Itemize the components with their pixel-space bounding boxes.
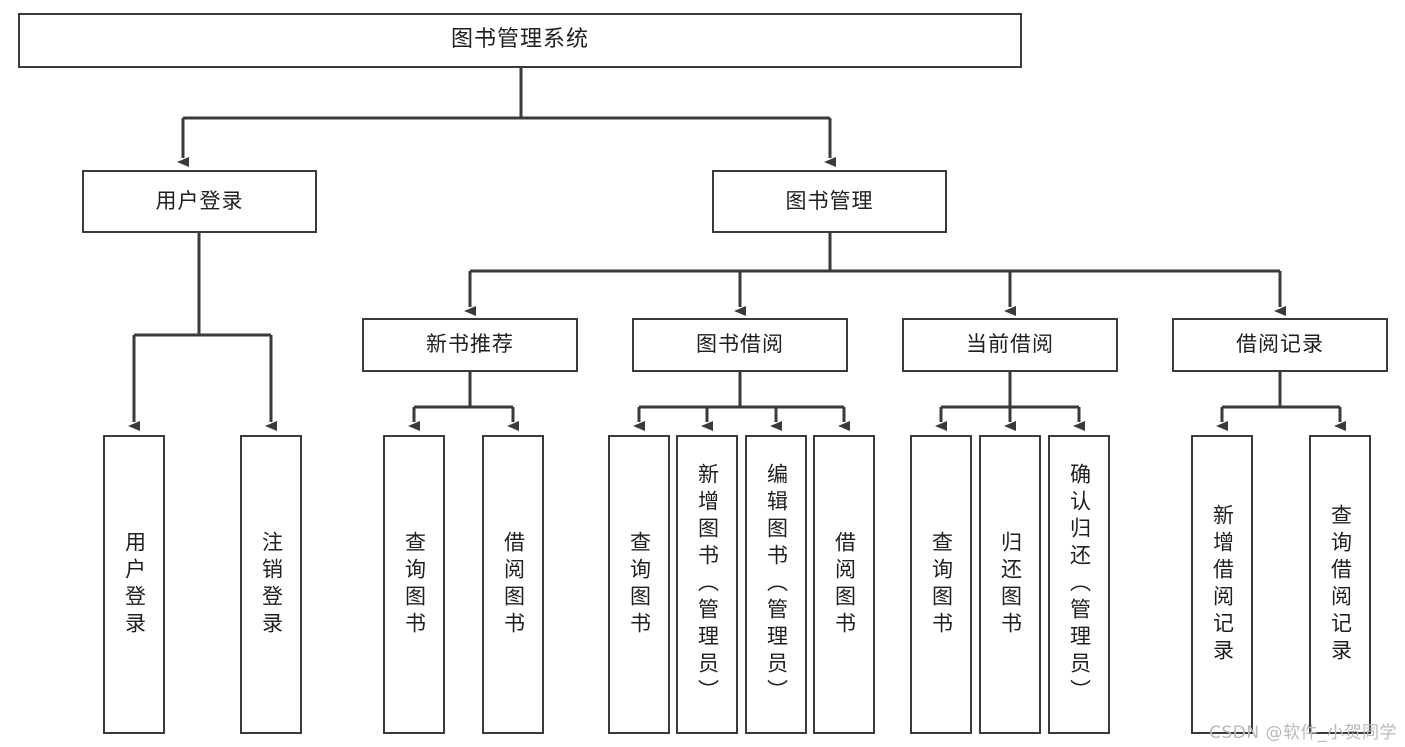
node-label: 新增图书（管理员）: [695, 463, 720, 706]
node-label: 借阅图书: [832, 530, 857, 639]
node-book-management[interactable]: 图书管理: [712, 170, 947, 233]
node-leaf-user-logout[interactable]: 注销登录: [240, 435, 302, 734]
node-leaf-br-add-record[interactable]: 新增借阅记录: [1191, 435, 1253, 734]
node-leaf-br-query-record[interactable]: 查询借阅记录: [1309, 435, 1371, 734]
node-label: 归还图书: [998, 530, 1023, 639]
node-label: 图书管理系统: [450, 27, 589, 53]
node-label: 图书借阅: [696, 332, 784, 357]
node-label: 确认归还（管理员）: [1067, 463, 1092, 706]
node-user-login[interactable]: 用户登录: [82, 170, 317, 233]
node-label: 新书推荐: [426, 332, 514, 357]
node-leaf-nb-borrow-book[interactable]: 借阅图书: [482, 435, 544, 734]
node-leaf-bb-borrow-book[interactable]: 借阅图书: [813, 435, 875, 734]
node-new-book-recommend[interactable]: 新书推荐: [362, 318, 578, 372]
node-label: 新增借阅记录: [1210, 503, 1235, 666]
node-label: 借阅记录: [1236, 332, 1324, 357]
node-label: 注销登录: [259, 530, 284, 639]
node-label: 查询图书: [929, 530, 954, 639]
node-leaf-bb-add-book-admin[interactable]: 新增图书（管理员）: [676, 435, 738, 734]
node-leaf-cb-return-book[interactable]: 归还图书: [979, 435, 1041, 734]
node-label: 查询图书: [402, 530, 427, 639]
node-label: 借阅图书: [501, 530, 526, 639]
node-label: 用户登录: [122, 530, 147, 639]
node-book-borrow[interactable]: 图书借阅: [632, 318, 848, 372]
node-current-borrow[interactable]: 当前借阅: [902, 318, 1118, 372]
node-leaf-nb-query-book[interactable]: 查询图书: [383, 435, 445, 734]
node-leaf-bb-query-book[interactable]: 查询图书: [608, 435, 670, 734]
node-leaf-cb-confirm-return-admin[interactable]: 确认归还（管理员）: [1048, 435, 1110, 734]
node-label: 查询图书: [627, 530, 652, 639]
node-leaf-bb-edit-book-admin[interactable]: 编辑图书（管理员）: [745, 435, 807, 734]
node-root-book-management-system[interactable]: 图书管理系统: [18, 13, 1022, 68]
node-leaf-cb-query-book[interactable]: 查询图书: [910, 435, 972, 734]
node-label: 查询借阅记录: [1328, 503, 1353, 666]
node-borrow-record[interactable]: 借阅记录: [1172, 318, 1388, 372]
watermark: CSDN @软件_小贺同学: [1209, 723, 1397, 743]
node-leaf-user-login[interactable]: 用户登录: [103, 435, 165, 734]
node-label: 图书管理: [785, 188, 874, 213]
node-label: 用户登录: [155, 188, 244, 213]
node-label: 当前借阅: [966, 332, 1054, 357]
node-label: 编辑图书（管理员）: [764, 463, 789, 706]
